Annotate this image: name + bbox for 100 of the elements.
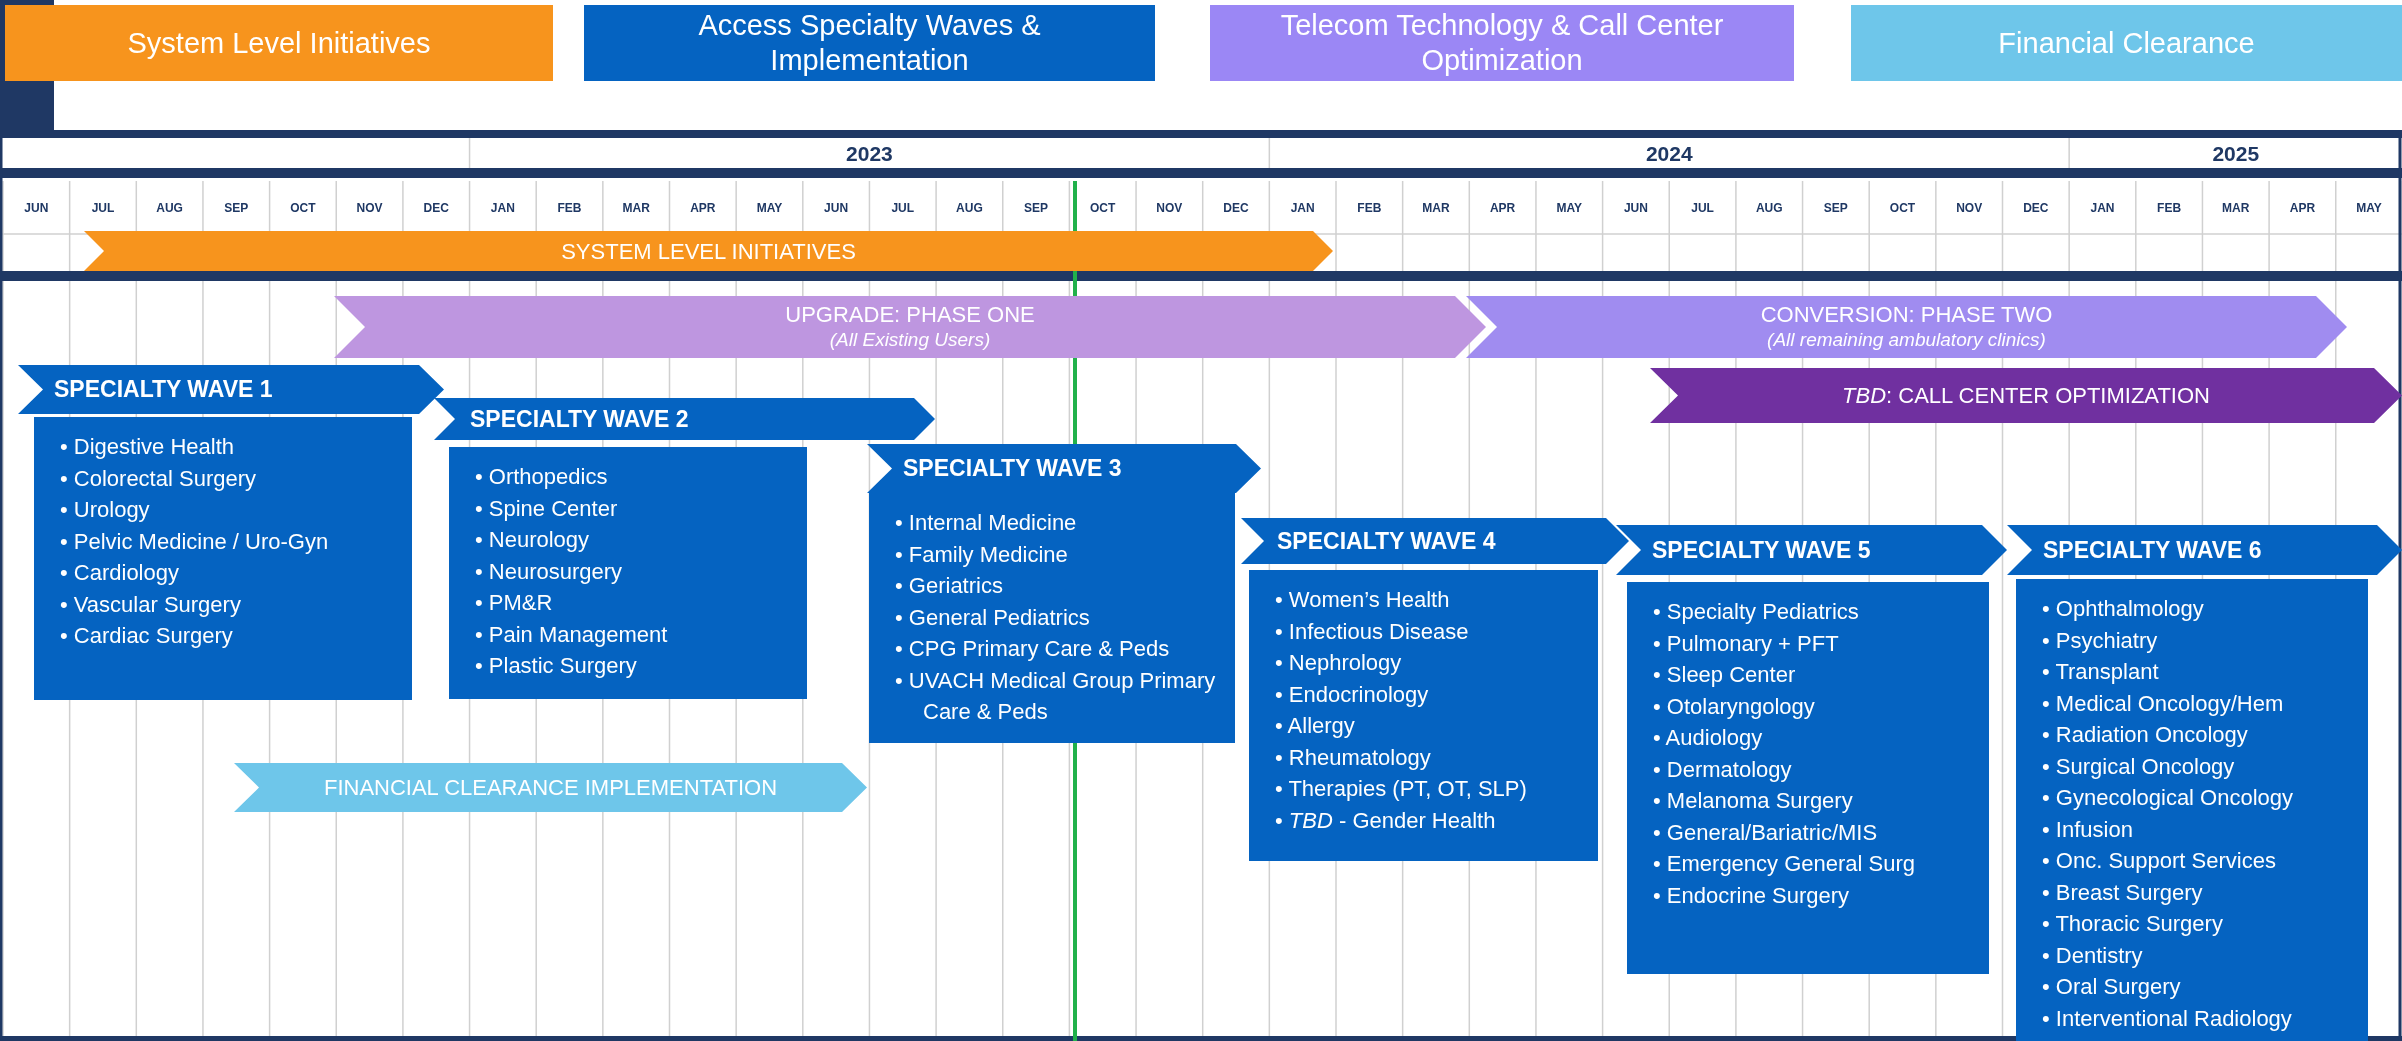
month-label: OCT (1888, 199, 1917, 217)
month-label: SEP (1822, 199, 1849, 217)
month-label: AUG (955, 199, 984, 217)
month-label: NOV (355, 199, 384, 217)
chevron-banner: SPECIALTY WAVE 5 (1616, 525, 2007, 575)
arrow-banner (334, 296, 1486, 358)
list-item: • Vascular Surgery (60, 590, 242, 619)
list-item: • Orthopedics (475, 463, 609, 491)
chevron-banner: SPECIALTY WAVE 4 (1241, 518, 1629, 564)
year-label: 2024 (1644, 141, 1694, 167)
legend-text: Access Specialty Waves & Implementation (697, 8, 1042, 78)
arrow-banner: TBD: CALL CENTER OPTIMIZATION (1650, 368, 2402, 423)
list-item: • TBD - Gender Health (1275, 806, 1497, 835)
chevron-banner: SPECIALTY WAVE 3 (867, 444, 1261, 493)
list-item: • Colorectal Surgery (60, 464, 257, 493)
month-label: JUN (23, 199, 50, 217)
month-label: APR (1488, 199, 1517, 217)
list-item: • Audiology (1653, 724, 1764, 752)
month-label: JUN (1622, 199, 1649, 217)
month-label: FEB (556, 199, 583, 217)
list-item: • UVACH Medical Group Primary Care & Peds (895, 666, 1217, 726)
list-item: • Neurology (475, 526, 591, 554)
banner-subtitle: (All remaining ambulatory clinics) (1767, 328, 2046, 352)
list-item: • Pelvic Medicine / Uro-Gyn (60, 527, 330, 556)
list-item: • Breast Surgery (2042, 878, 2204, 907)
month-label: FEB (1356, 199, 1383, 217)
month-label: NOV (1955, 199, 1984, 217)
year-label: 2023 (845, 141, 894, 167)
month-label: JUL (1690, 199, 1715, 217)
list-item: • Plastic Surgery (475, 652, 638, 680)
arrow-banner: FINANCIAL CLEARANCE IMPLEMENTATION (234, 763, 867, 812)
month-label: JAN (2089, 199, 2116, 217)
list-item: • Surgical Oncology (2042, 752, 2236, 781)
list-item: • Dentistry (2042, 941, 2144, 970)
list-item: • Dermatology (1653, 755, 1793, 784)
month-label: JUL (890, 199, 916, 217)
list-item: • Onc. Support Services (2042, 847, 2277, 875)
list-item: • Specialty Pediatrics (1653, 598, 1860, 626)
list-item: • General Pediatrics (895, 603, 1091, 632)
list-item: • Medical Oncology/Hem (2042, 689, 2285, 718)
month-label: AUG (155, 199, 184, 217)
list-item: • Therapies (PT, OT, SLP) (1275, 775, 1528, 803)
list-item: • Cardiac Surgery (60, 622, 234, 650)
month-label: FEB (2156, 199, 2183, 217)
month-label: APR (2288, 199, 2317, 217)
list-item: • Transplant (2042, 658, 2160, 686)
list-item: • Otolaryngology (1653, 692, 1816, 721)
month-label: MAY (1555, 199, 1584, 217)
month-label: JUL (90, 199, 116, 217)
list-item: • Nephrology (1275, 649, 1403, 677)
list-item: • Interventional Radiology (2042, 1004, 2293, 1033)
month-label: JUN (823, 199, 850, 217)
list-item: • Infectious Disease (1275, 617, 1470, 646)
month-label: JAN (489, 199, 516, 217)
month-label: OCT (289, 199, 317, 217)
list-item: • Endocrinology (1275, 680, 1430, 709)
month-label: NOV (1155, 199, 1184, 217)
banner-title: UPGRADE: PHASE ONE (785, 302, 1035, 327)
list-item: • Internal Medicine (895, 509, 1078, 537)
banner-subtitle: (All Existing Users) (829, 328, 991, 352)
month-label: SEP (1023, 199, 1050, 217)
list-item: • CPG Primary Care & Peds (895, 635, 1171, 663)
list-item: • Geriatrics (895, 572, 1004, 600)
chevron-banner: SPECIALTY WAVE 2 (434, 398, 935, 440)
legend-text: System Level Initiatives (127, 25, 431, 61)
list-item: • Melanoma Surgery (1653, 787, 1854, 815)
month-label: MAY (755, 199, 784, 217)
list-item: • Digestive Health (60, 433, 235, 461)
list-item: • Allergy (1275, 712, 1356, 740)
chevron-banner: SPECIALTY WAVE 1 (18, 365, 444, 414)
month-label: APR (689, 199, 717, 217)
list-item: • Rheumatology (1275, 743, 1432, 772)
list-item: • Pulmonary + PFT (1653, 629, 1840, 658)
month-label: DEC (422, 199, 450, 217)
year-label: 2025 (2211, 141, 2261, 167)
month-label: MAR (2221, 199, 2251, 217)
month-label: MAR (621, 199, 651, 217)
month-label: JAN (1289, 199, 1316, 217)
month-label: MAY (2355, 199, 2383, 217)
list-item: • Endocrine Surgery (1653, 881, 1851, 910)
list-item: • Ophthalmology (2042, 595, 2205, 623)
legend-text: Financial Clearance (1998, 25, 2255, 61)
month-label: OCT (1089, 199, 1117, 217)
month-label: MAR (1421, 199, 1451, 217)
list-item: • Radiation Oncology (2042, 721, 2249, 749)
list-item: • Cardiology (60, 559, 180, 587)
list-item: • Oral Surgery (2042, 973, 2182, 1001)
list-item: • Psychiatry (2042, 626, 2159, 655)
list-item: • General/Bariatric/MIS (1653, 818, 1879, 847)
month-label: SEP (223, 199, 250, 217)
list-item: • Women’s Health (1275, 586, 1451, 614)
chevron-banner: SPECIALTY WAVE 6 (2007, 525, 2402, 575)
banner-title: CONVERSION: PHASE TWO (1760, 302, 2053, 327)
month-label: AUG (1754, 199, 1784, 217)
list-item: • Infusion (2042, 815, 2134, 844)
legend-text: Telecom Technology & Call Center Optimization (1279, 8, 1725, 78)
list-item: • Family Medicine (895, 540, 1069, 569)
list-item: • PM&R (475, 589, 554, 617)
list-item: • Spine Center (475, 494, 619, 523)
list-item: • Neurosurgery (475, 557, 624, 586)
